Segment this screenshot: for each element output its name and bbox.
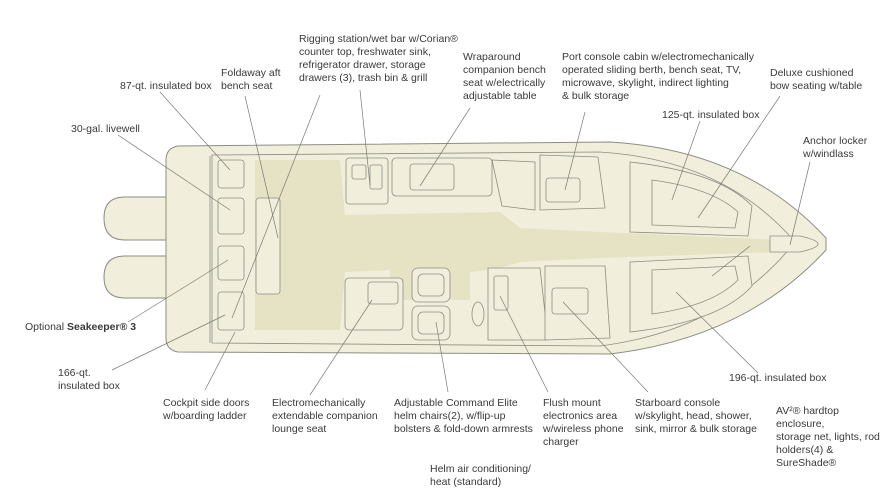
label-166qt-box: 166-qt. insulated box bbox=[58, 367, 120, 393]
label-hardtop: AV²® hardtop enclosure, storage net, lig… bbox=[776, 405, 886, 470]
label-87qt-box: 87-qt. insulated box bbox=[120, 80, 212, 93]
port-console-window bbox=[546, 178, 580, 202]
label-livewell: 30-gal. livewell bbox=[71, 123, 140, 136]
label-125qt-box: 125-qt. insulated box bbox=[662, 109, 759, 122]
box-87qt bbox=[218, 160, 244, 188]
foldaway-bench-seat bbox=[256, 198, 280, 294]
label-196qt-box: 196-qt. insulated box bbox=[729, 372, 826, 385]
steering-wheel bbox=[472, 302, 484, 326]
wet-bar-grill bbox=[370, 165, 382, 189]
label-rigging-station: Rigging station/wet bar w/Corian® counte… bbox=[299, 33, 458, 85]
label-seakeeper-name: Seakeeper® 3 bbox=[67, 321, 136, 333]
label-anchor-locker: Anchor locker w/windlass bbox=[803, 135, 867, 161]
label-seakeeper: Optional Seakeeper® 3 bbox=[25, 321, 136, 334]
label-helm-chairs: Adjustable Command Elite helm chairs(2),… bbox=[394, 397, 533, 436]
label-port-console: Port console cabin w/electromechanically… bbox=[562, 51, 754, 103]
seakeeper-box bbox=[218, 246, 244, 280]
label-cockpit-side-doors: Cockpit side doors w/boarding ladder bbox=[163, 397, 249, 423]
outboard-engine-starboard bbox=[104, 256, 168, 298]
label-companion-lounge: Electromechanically extendable companion… bbox=[272, 397, 378, 436]
outboard-engine-port bbox=[104, 197, 168, 240]
label-wraparound-bench: Wraparound companion bench seat w/electr… bbox=[463, 51, 546, 103]
wet-bar-sink bbox=[352, 165, 366, 179]
livewell-30gal bbox=[218, 198, 244, 234]
label-deluxe-bow-seating: Deluxe cushioned bow seating w/table bbox=[770, 67, 862, 93]
label-seakeeper-prefix: Optional bbox=[25, 321, 67, 333]
label-starboard-console: Starboard console w/skylight, head, show… bbox=[635, 397, 757, 436]
flush-mount-electronics bbox=[494, 276, 508, 310]
label-flush-mount: Flush mount electronics area w/wireless … bbox=[543, 397, 624, 449]
starboard-console-window bbox=[552, 288, 588, 314]
label-foldaway-bench: Foldaway aft bench seat bbox=[221, 67, 281, 93]
label-helm-air: Helm air conditioning/ heat (standard) bbox=[430, 463, 531, 489]
